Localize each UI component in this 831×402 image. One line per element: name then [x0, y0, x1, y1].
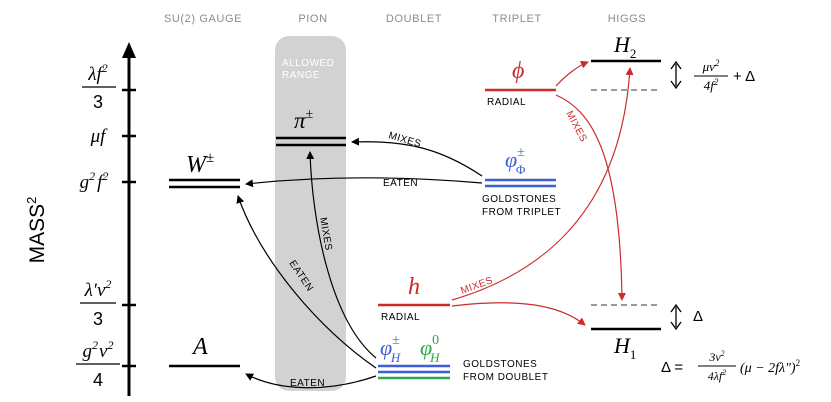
goldstones-doublet-line1: GOLDSTONES	[463, 359, 537, 370]
svg-text:μv2: μv2	[702, 58, 720, 74]
pion-label: π±	[294, 107, 314, 133]
goldstones-triplet-line1: GOLDSTONES	[482, 194, 556, 205]
arrow-h-to-h1	[451, 302, 586, 326]
label-eaten-a: EATEN	[290, 378, 325, 389]
svg-text:g2v2: g2v2	[83, 338, 114, 362]
h-label: h	[408, 274, 420, 300]
label-mixes-h: MIXES	[459, 275, 494, 297]
phi-h-charged-label: φ±H	[380, 333, 401, 365]
svg-text:+ Δ: + Δ	[733, 68, 755, 85]
tick-label-g2v2: g2v2 4	[76, 338, 120, 390]
triplet-radial-label: RADIAL	[487, 97, 526, 108]
arrow-phi-to-h1	[555, 94, 626, 301]
header-pion: PION	[298, 13, 327, 25]
header-doublet: DOUBLET	[386, 13, 442, 25]
h1-shift-label: Δ	[693, 308, 703, 325]
column-headers: SU(2) GAUGE PION DOUBLET TRIPLET HIGGS	[164, 13, 646, 25]
h2-shift-indicator	[670, 60, 682, 90]
svg-text:4λf2: 4λf2	[708, 368, 727, 383]
doublet-radial-level: h RADIAL	[378, 274, 450, 323]
svg-text:4f2: 4f2	[704, 77, 719, 93]
header-higgs: HIGGS	[608, 13, 646, 25]
photon-level: A	[169, 334, 240, 368]
arrow-doublet-to-photon	[245, 373, 377, 389]
tick-label-lpv2: λ′v2 3	[80, 277, 116, 329]
pion-level: π±	[276, 107, 346, 147]
svg-text:(μ − 2fλ″)2: (μ − 2fλ″)2	[740, 358, 800, 376]
goldstones-doublet-line2: FROM DOUBLET	[463, 372, 548, 383]
w-boson-label: W±	[186, 150, 214, 178]
phi-triplet-label: φ±Φ	[505, 145, 526, 177]
goldstones-triplet-line2: FROM TRIPLET	[482, 207, 561, 218]
tick-label-muf: μf	[90, 126, 109, 147]
phi-radial-label: ϕ	[512, 58, 524, 84]
arrow-doublet-to-pion	[306, 151, 377, 359]
arrow-phi-to-h2	[555, 60, 589, 87]
w-boson-level: W±	[169, 150, 240, 189]
tick-label-lf2: λf2 3	[82, 61, 116, 112]
triplet-radial-level: ϕ RADIAL	[485, 58, 556, 108]
svg-text:3: 3	[93, 92, 103, 112]
svg-text:3v2: 3v2	[708, 349, 724, 364]
delta-formula: Δ = 3v2 4λf2 (μ − 2fλ″)2	[661, 349, 800, 383]
h2-shift-formula: μv2 4f2 + Δ	[694, 58, 755, 93]
svg-text:λ′v2: λ′v2	[84, 277, 112, 301]
header-triplet: TRIPLET	[492, 13, 541, 25]
allowed-label-line1: ALLOWED	[282, 58, 334, 69]
allowed-label-line2: RANGE	[282, 70, 320, 81]
svg-text:3: 3	[93, 309, 103, 329]
label-mixes-pi: MIXES	[387, 130, 422, 150]
doublet-radial-label: RADIAL	[381, 312, 420, 323]
axis-arrowhead	[122, 42, 136, 58]
arrow-h-to-h2	[451, 67, 634, 301]
pion-allowed-range: ALLOWED RANGE	[275, 36, 346, 391]
h1-label: H1	[613, 333, 636, 362]
svg-text:4: 4	[93, 370, 103, 390]
svg-text:Δ =: Δ =	[661, 359, 683, 376]
svg-text:λf2: λf2	[87, 61, 108, 85]
black-arrows: MIXES EATEN MIXES EATEN EATEN	[236, 130, 483, 389]
arrow-triplet-to-pion	[351, 137, 483, 177]
photon-label: A	[191, 334, 208, 360]
h1-shift-indicator	[670, 303, 682, 331]
triplet-goldstone-levels: φ±Φ GOLDSTONES FROM TRIPLET	[482, 145, 561, 218]
arrow-doublet-to-w	[236, 195, 377, 369]
h2-level: H2 μv2 4f2 + Δ	[591, 32, 755, 93]
label-mixes-phi: MIXES	[563, 109, 588, 144]
arrow-triplet-to-w	[245, 177, 483, 188]
h2-label: H2	[613, 32, 636, 61]
label-eaten-w: EATEN	[383, 178, 418, 189]
allowed-range-band	[275, 36, 346, 391]
h1-level: H1 Δ	[591, 303, 703, 362]
header-gauge: SU(2) GAUGE	[164, 13, 242, 25]
axis-label: MASS2	[24, 197, 49, 264]
